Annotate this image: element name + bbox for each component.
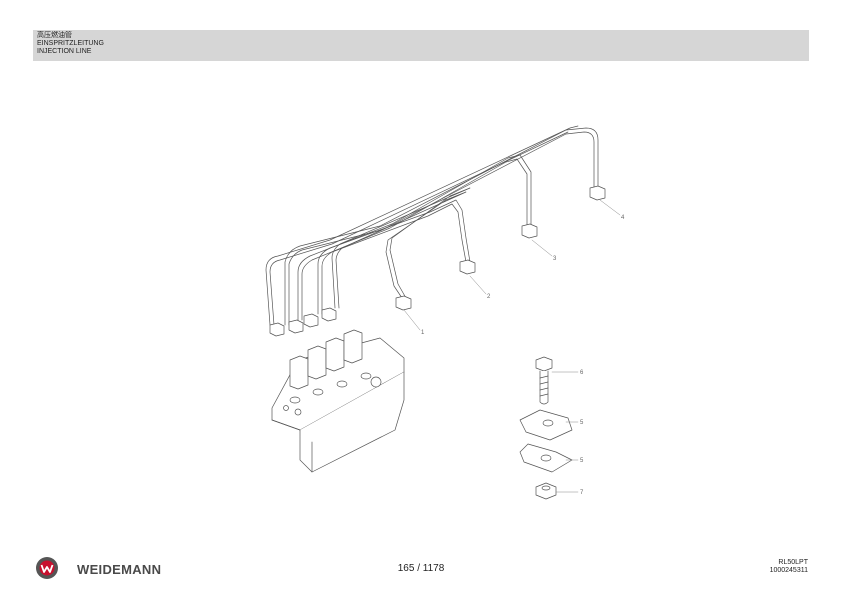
- callout-1: 1: [421, 330, 425, 336]
- title-german: EINSPRITZLEITUNG: [37, 40, 104, 47]
- nut-7: [535, 482, 557, 500]
- injection-pump: [271, 329, 405, 473]
- page-header: 高压燃油管 EINSPRITZLEITUNG INJECTION LINE: [33, 30, 809, 61]
- page-number: 165 / 1178: [397, 563, 445, 574]
- weidemann-logo-icon: [36, 557, 58, 579]
- title-english: INJECTION LINE: [37, 48, 92, 55]
- callout-3: 3: [553, 256, 557, 262]
- callout-5b: 5: [580, 458, 584, 464]
- document-id: RL50LPT 1000245311: [770, 559, 808, 575]
- callout-5a: 5: [580, 420, 584, 426]
- bolt-6: [535, 356, 553, 405]
- model-code: RL50LPT: [778, 559, 808, 566]
- callout-6: 6: [580, 370, 584, 376]
- injection-pipes: [265, 125, 599, 326]
- document-number: 1000245311: [769, 567, 808, 574]
- callout-2: 2: [487, 294, 491, 300]
- brand-name: WEIDEMANN: [77, 562, 162, 577]
- callout-7: 7: [580, 490, 584, 496]
- clamp-halves: [519, 409, 573, 473]
- title-chinese: 高压燃油管: [37, 32, 72, 39]
- brand-logo: WEIDEMANN: [35, 556, 175, 582]
- pipe-nuts: [269, 185, 606, 337]
- callout-4: 4: [621, 215, 625, 221]
